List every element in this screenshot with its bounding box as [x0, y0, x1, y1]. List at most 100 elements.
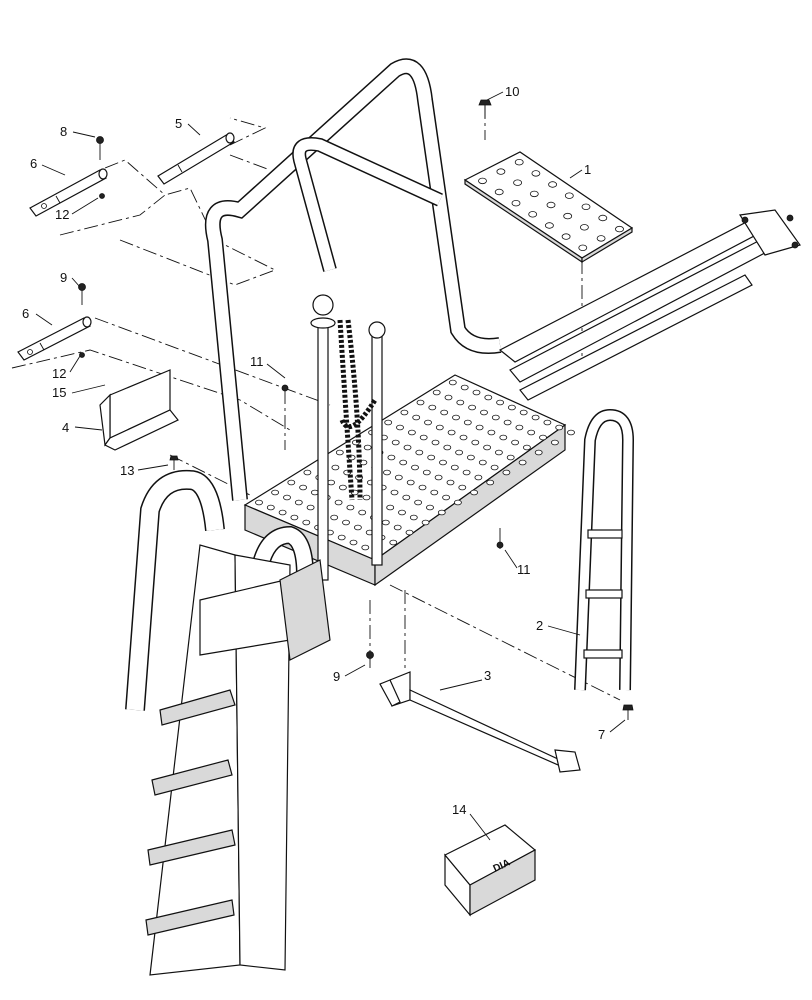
perforation-hole [290, 514, 299, 521]
perforation-hole [596, 235, 606, 242]
part-4-bracket [99, 369, 179, 451]
perforation-hole [393, 524, 402, 531]
leader-lines [35, 91, 626, 841]
perforation-hole [271, 489, 280, 496]
perforation-hole [496, 399, 505, 406]
perforation-hole [446, 479, 455, 486]
perforation-hole [494, 188, 504, 196]
part-3-support-strut [379, 671, 581, 773]
perforation-hole [528, 211, 538, 218]
perforation-hole [466, 454, 475, 461]
perforation-hole [402, 494, 411, 501]
perforation-hole [391, 439, 400, 446]
callout-8: 9 [333, 669, 340, 684]
perforation-hole [303, 469, 312, 476]
perforation-hole [472, 389, 481, 396]
perforation-hole [398, 509, 406, 516]
bolt-8 [366, 651, 374, 668]
perforation-hole [335, 449, 344, 456]
perforation-hole [484, 394, 493, 401]
perforation-hole [363, 444, 372, 451]
perforation-hole [515, 424, 524, 431]
perforation-hole [287, 479, 296, 486]
perforation-hole [478, 177, 487, 185]
perforation-hole [580, 224, 589, 231]
perforation-hole [458, 484, 467, 491]
perforation-hole [255, 499, 263, 506]
perforation-hole [564, 192, 574, 199]
perforation-hole [299, 484, 308, 491]
perforation-hole [384, 419, 393, 426]
perforation-hole [615, 225, 624, 233]
perforation-hole [435, 424, 444, 431]
perforation-hole [387, 454, 396, 461]
nut-12-upper [99, 193, 105, 199]
perforation-hole [483, 444, 492, 451]
perforation-hole [459, 434, 468, 441]
perforation-hole [390, 489, 399, 496]
perforation-hole [480, 409, 488, 416]
perforation-hole [403, 444, 412, 451]
perforation-hole [302, 519, 311, 526]
callout-15: 14 [452, 802, 466, 817]
perforation-hole [428, 404, 437, 411]
perforation-hole [338, 484, 347, 491]
perforation-hole [443, 444, 452, 451]
perforation-hole [399, 459, 408, 466]
perforation-hole [412, 414, 421, 421]
perforation-hole [396, 424, 404, 431]
perforation-hole [415, 449, 424, 456]
perforation-hole [353, 524, 362, 531]
perforation-hole [389, 539, 398, 546]
bolt-13 [169, 455, 179, 470]
perforation-hole [511, 199, 521, 207]
perforation-hole [561, 233, 571, 240]
perforation-hole [503, 419, 512, 426]
perforation-hole [519, 409, 528, 416]
perforation-hole [551, 439, 559, 446]
perforation-hole [523, 444, 531, 451]
perforation-hole [334, 499, 343, 506]
perforation-hole [381, 519, 390, 526]
perforation-hole [358, 509, 367, 516]
perforation-hole [409, 514, 418, 521]
perforation-hole [405, 529, 414, 536]
perforation-hole [349, 539, 358, 546]
part-15-kit-box: DIA [444, 824, 537, 917]
perforation-hole [416, 399, 425, 406]
perforation-hole [327, 479, 336, 486]
callout-4: 4 [62, 420, 69, 435]
perforation-hole [266, 504, 275, 511]
nut-12-lower [79, 352, 85, 358]
perforation-hole [418, 484, 427, 491]
perforation-hole [539, 434, 547, 441]
perforation-hole [494, 449, 503, 456]
perforation-hole [513, 179, 522, 186]
perforation-hole [491, 414, 500, 421]
perforation-hole [468, 404, 477, 411]
perforation-hole [431, 439, 440, 446]
perforation-hole [283, 494, 291, 501]
perforation-hole [424, 419, 432, 426]
perforation-hole [470, 489, 479, 496]
perforation-hole [487, 429, 496, 436]
part-2-handrail [574, 408, 635, 691]
perforation-hole [453, 499, 462, 506]
perforation-hole [421, 519, 430, 526]
perforation-hole [534, 449, 543, 456]
perforation-hole [411, 464, 419, 471]
perforation-hole [362, 494, 371, 501]
perforation-hole [502, 469, 511, 476]
perforation-hole [447, 429, 456, 436]
callout-10: 10 [505, 84, 519, 99]
main-handrail [204, 58, 502, 501]
callout-6-upper: 6 [30, 156, 37, 171]
callout-9-lower: 9 [60, 270, 67, 285]
perforation-hole [555, 424, 564, 431]
callout-5: 5 [175, 116, 182, 131]
perforation-hole [394, 474, 403, 481]
perforation-hole [548, 181, 557, 188]
bolt-11-upper [281, 384, 289, 392]
perforation-hole [563, 212, 573, 220]
